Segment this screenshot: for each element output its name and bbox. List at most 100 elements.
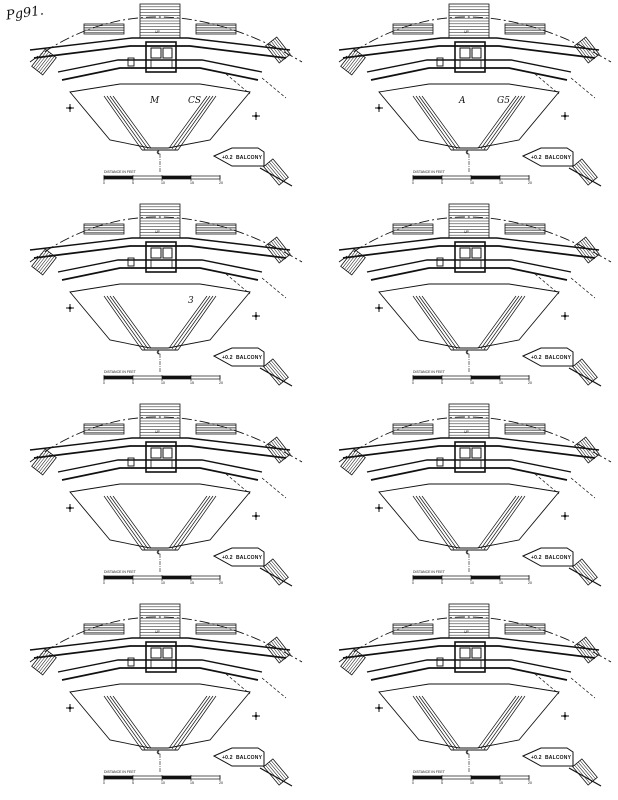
core-inner-left (459, 247, 471, 259)
upper-left-stair (83, 223, 125, 235)
terrace-outline (69, 683, 251, 749)
core-lower (459, 259, 482, 269)
scale-bar (103, 575, 221, 581)
core-room (145, 441, 177, 473)
wall-band (342, 645, 596, 659)
wall-band (61, 667, 259, 681)
cascade-step-right (486, 95, 526, 151)
stair-up-label: UP (464, 630, 469, 634)
cascade-step-left (103, 95, 143, 151)
dashed-path (225, 73, 251, 95)
grand-stair (448, 3, 490, 39)
balcony-label: BALCONY (545, 355, 572, 361)
scale-tick-label: 0 (103, 781, 105, 785)
stair-up-label: UP (464, 230, 469, 234)
dashed-path (570, 677, 596, 699)
upper-left-stair (392, 623, 434, 635)
cascade-step-right (168, 95, 208, 149)
right-corner-stair (574, 236, 600, 264)
cascade-step-right (486, 295, 526, 351)
scale-tick-label: 5 (441, 381, 443, 385)
scale-tick-label: 10 (161, 181, 165, 185)
cascade-step-right (174, 295, 214, 350)
balcony-edge (568, 567, 602, 587)
grand-stair (139, 3, 181, 39)
scale-tick-label: 5 (132, 181, 134, 185)
core-inner-left (150, 247, 162, 259)
wall-band (57, 659, 263, 673)
right-corner-stair (574, 36, 600, 64)
scale-title: DISTANCE IN FEET (104, 770, 136, 774)
survey-dot (377, 506, 381, 510)
wall-band (57, 59, 263, 73)
scale-tick-label: 5 (132, 381, 134, 385)
terrace-outline (378, 83, 560, 149)
survey-dot (563, 114, 567, 118)
upper-right-stair (504, 623, 546, 635)
balcony-outline (521, 747, 574, 767)
right-corner-stair (265, 36, 291, 64)
survey-dot (563, 714, 567, 718)
upper-right-stair (504, 223, 546, 235)
left-corner-stair (31, 648, 57, 676)
elevation-tag: +0.2 (531, 755, 542, 761)
scale-bar (412, 375, 530, 381)
floor-plan-drawing (29, 3, 303, 187)
balcony-edge (568, 767, 602, 787)
core-room (145, 241, 177, 273)
floor-plan-drawing (29, 603, 303, 787)
handwritten-note: A (459, 96, 466, 106)
core-inner-right (162, 47, 173, 59)
floor-plan-drawing (338, 203, 612, 387)
core-room (145, 641, 177, 673)
scale-bar (412, 575, 530, 581)
cascade-step-left (418, 495, 458, 550)
floor-plan-drawing (29, 403, 303, 587)
cascade-step-left (412, 695, 452, 751)
balcony-outline (212, 747, 265, 767)
upper-right-stair (195, 23, 237, 35)
right-corner-stair (574, 636, 600, 664)
wall-band (29, 437, 291, 451)
cascade-step-right (168, 495, 208, 549)
scale-tick-label: 10 (470, 381, 474, 385)
elevation-tag: +0.2 (531, 355, 542, 361)
elevation-tag: +0.2 (222, 555, 233, 561)
core-inner-left (150, 447, 162, 459)
wall-band (29, 37, 291, 51)
small-kiosk (127, 257, 135, 267)
scale-tick-label: 15 (499, 581, 503, 585)
core-room (454, 641, 486, 673)
scale-tick-label: 20 (528, 181, 532, 185)
upper-left-stair (83, 23, 125, 35)
wall-band (342, 245, 596, 259)
scale-title: DISTANCE IN FEET (104, 570, 136, 574)
balcony-edge (259, 167, 293, 187)
cascade-step-right (171, 495, 211, 550)
cascade-step-left (412, 95, 452, 151)
wall-band (29, 637, 291, 651)
cascade-step-left (106, 695, 146, 750)
balcony-outline (212, 547, 265, 567)
scale-tick-label: 15 (499, 181, 503, 185)
dashed-path (225, 673, 251, 695)
dashed-path (534, 473, 560, 495)
cascade-step-left (112, 695, 152, 749)
dashed-path (534, 73, 560, 95)
dashed-path (261, 277, 287, 299)
survey-dot (563, 314, 567, 318)
small-kiosk (127, 57, 135, 67)
property-arc (29, 16, 303, 63)
cascade-step-left (412, 495, 452, 551)
cascade-step-right (483, 495, 523, 550)
core-lower (459, 659, 482, 669)
scale-tick-label: 20 (219, 381, 223, 385)
scale-title: DISTANCE IN FEET (104, 170, 136, 174)
terrace-outline (69, 283, 251, 349)
property-arc (338, 216, 612, 263)
cascade-step-right (171, 95, 211, 150)
upper-right-stair (504, 423, 546, 435)
cascade-step-right (486, 695, 526, 751)
scale-tick-label: 10 (161, 781, 165, 785)
